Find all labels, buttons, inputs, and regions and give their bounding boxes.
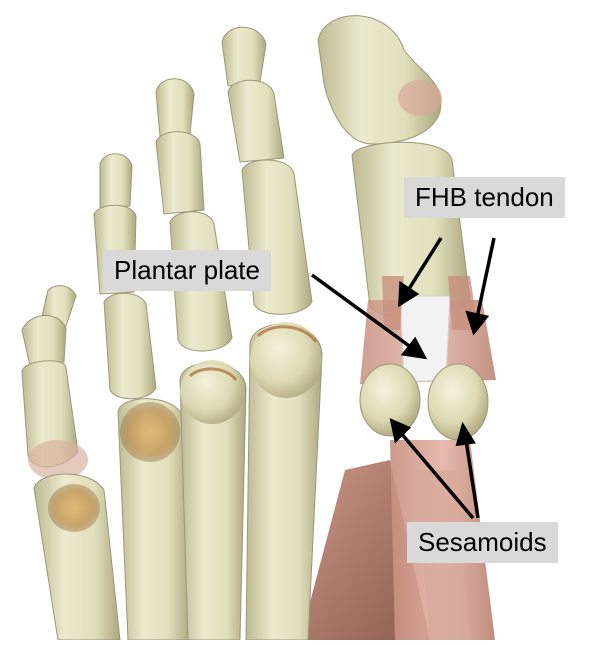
great-toe — [318, 16, 496, 440]
label-plantar-plate: Plantar plate — [103, 250, 271, 291]
arrow-fhb-right — [477, 238, 494, 318]
label-sesamoids: Sesamoids — [407, 522, 558, 563]
label-fhb-tendon: FHB tendon — [404, 177, 565, 218]
lateral-sesamoid — [428, 364, 488, 440]
fifth-toe — [22, 286, 120, 640]
medial-sesamoid — [360, 364, 420, 436]
